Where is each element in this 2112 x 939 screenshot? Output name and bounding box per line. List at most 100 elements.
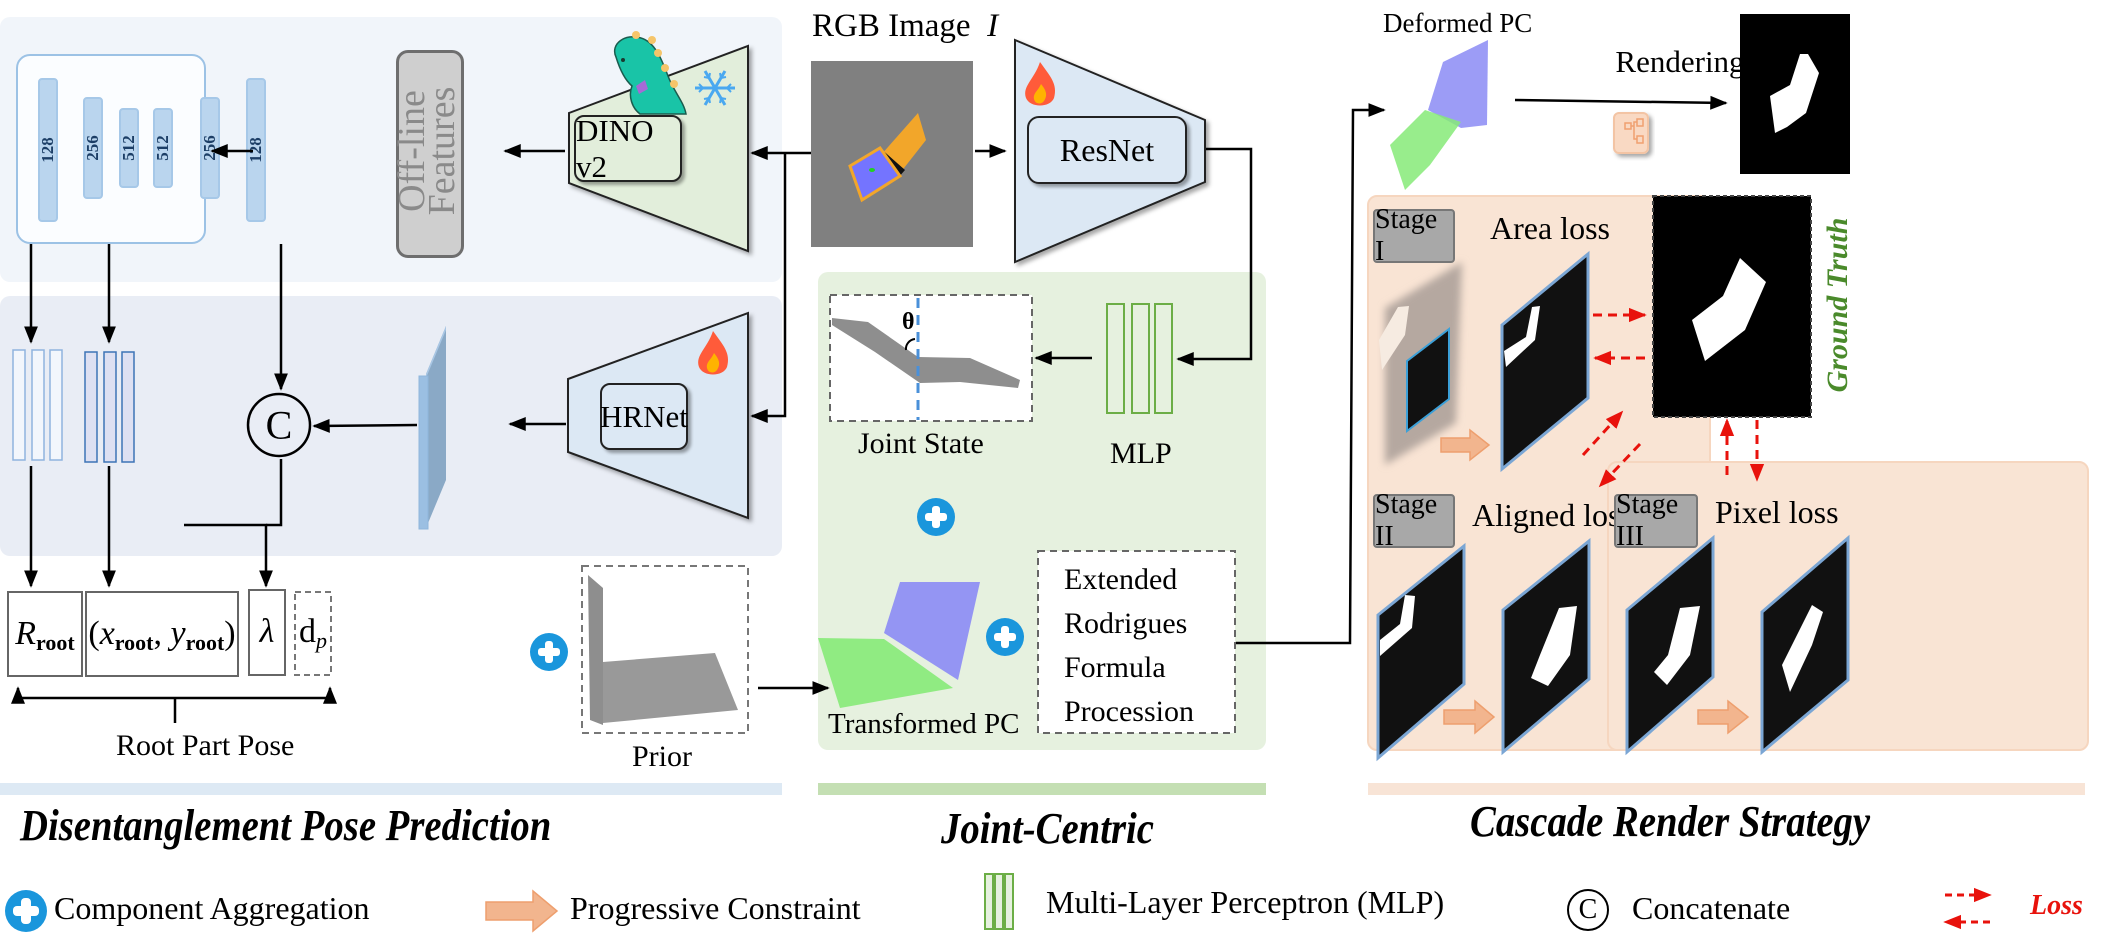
stage2-mask-1 (1380, 595, 1415, 656)
lambda-label: λ (259, 613, 275, 650)
hrnet-fire-icon (698, 331, 729, 375)
stage3-badge-text: Stage III (1616, 489, 1679, 552)
formula-box (1037, 550, 1236, 734)
stage1-badge: Stage I (1373, 204, 1455, 267)
stage3-plane-1 (1625, 534, 1715, 756)
mlp-block-light (12, 349, 63, 461)
stage3-mask-2 (1782, 605, 1823, 692)
xy-root-box (85, 591, 239, 677)
deformed-pc (1390, 40, 1488, 190)
ground-truth-label: Ground Truth (1821, 217, 1854, 393)
stage1-small-plane (1406, 326, 1450, 434)
r-root-sub: root (36, 630, 75, 655)
formula-text: Extended Rodrigues Formula Procession (1064, 558, 1194, 734)
rgb-title-text: RGB Image (812, 8, 971, 44)
progressive-arrow-stage2 (1443, 699, 1496, 735)
resnet-fire-icon (1025, 62, 1056, 106)
feature-map-slab-front (426, 326, 446, 378)
legend-concat-text: Concatenate (1632, 890, 1791, 926)
r-root-box (7, 591, 83, 677)
stage1-loss-label: Area loss (1490, 210, 1610, 246)
y-main: y (170, 615, 186, 652)
stage2-badge: Stage II (1373, 489, 1455, 552)
prior-caption: Prior (632, 740, 692, 773)
dp-box (294, 591, 332, 676)
dino-label-box: DINO v2 (574, 113, 682, 184)
formula-line-3: Formula (1064, 651, 1166, 684)
aggregation-plus-joint (917, 498, 955, 536)
transformed-pc (818, 582, 980, 708)
legend-progressive-icon (485, 889, 559, 933)
mlp-block-green (1106, 303, 1173, 414)
stage2-loss-label: Aligned loss (1472, 497, 1633, 533)
resnet-label: ResNet (1059, 131, 1155, 168)
legend-mlp-text: Multi-Layer Perceptron (MLP) (1046, 884, 1445, 920)
mlp-block-dark (84, 351, 135, 463)
right-section-bar (1368, 783, 2085, 795)
concat-circle (246, 392, 312, 458)
resnet-label-box: ResNet (1027, 116, 1187, 184)
section-title-middle: Joint-Centric (941, 804, 1154, 853)
stage3-mask-1 (1654, 606, 1700, 685)
aggregation-plus-root (530, 633, 568, 671)
encoder-channel-block: 512 (153, 108, 173, 188)
legend-aggregation-icon (5, 890, 47, 932)
middle-section-bar (818, 783, 1266, 795)
hrnet-label: HRNet (600, 398, 688, 434)
encoder-channel-block: 128 (38, 78, 58, 222)
offline-features-box (396, 50, 464, 258)
rendered-mask-shape (1770, 54, 1819, 133)
rgb-laptop-base (848, 146, 903, 203)
legend-mlp-icon (984, 873, 1014, 930)
xy-root-label: (xroot, yroot) (88, 615, 236, 655)
mlp-caption: MLP (1110, 437, 1172, 470)
encoder-channel-block: 512 (119, 108, 139, 188)
section-title-right: Cascade Render Strategy (1470, 797, 1871, 846)
dp-label: dp (299, 613, 327, 653)
progressive-arrow-stage3 (1697, 699, 1750, 735)
joint-state-cloud (832, 318, 1020, 388)
renderer-icon (1624, 118, 1644, 144)
r-root-main: R (15, 615, 37, 652)
stage1-shadow-stroke (1379, 306, 1409, 370)
legend-loss-text: Loss (2030, 890, 2083, 921)
stage2-mask-2 (1531, 606, 1577, 686)
feature-map-slab-edge (418, 375, 429, 530)
legend-loss-icon (1943, 887, 1992, 930)
stage2-plane-1 (1376, 542, 1466, 762)
root-pose-caption: Root Part Pose (116, 729, 295, 762)
transformed-pc-caption: Transformed PC (828, 708, 1020, 740)
xy-comma: , (153, 615, 163, 652)
encoder-channel-block: 256 (83, 97, 103, 199)
stage1-main-plane (1500, 250, 1590, 473)
loss-arrows (1581, 307, 1765, 488)
x-main: x (99, 615, 115, 652)
xy-close: ) (224, 615, 236, 652)
rgb-title: RGB Image I (812, 8, 998, 45)
hrnet-label-box: HRNet (600, 383, 688, 450)
aggregation-plus-formula (986, 618, 1024, 656)
section-title-left: Disentanglement Pose Prediction (20, 801, 552, 850)
progressive-arrow-stage1 (1440, 428, 1491, 462)
rgb-title-symbol: I (987, 8, 999, 44)
joint-state-caption: Joint State (858, 427, 984, 460)
formula-line-2: Rodrigues (1064, 607, 1188, 640)
rgb-laptop-dot (869, 168, 875, 172)
r-root-label: Rroot (15, 615, 75, 655)
rendering-arrow (1514, 95, 1728, 110)
deformed-pc-caption: Deformed PC (1383, 8, 1533, 38)
stage1-main-mask (1504, 306, 1540, 367)
y-sub: root (185, 630, 225, 655)
concat-symbol: C (265, 402, 293, 448)
stage1-badge-text: Stage I (1375, 204, 1438, 267)
x-sub: root (114, 630, 154, 655)
legend-aggregation-text: Component Aggregation (54, 890, 370, 926)
legend-concat-symbol: C (1578, 894, 1598, 925)
dino-mascot-icon (613, 31, 687, 115)
stage3-loss-label: Pixel loss (1715, 494, 1839, 530)
ground-truth-shape (1692, 258, 1766, 361)
stage3-badge: Stage III (1614, 489, 1698, 552)
stage2-badge-text: Stage II (1375, 489, 1438, 552)
left-section-bar (0, 783, 782, 795)
